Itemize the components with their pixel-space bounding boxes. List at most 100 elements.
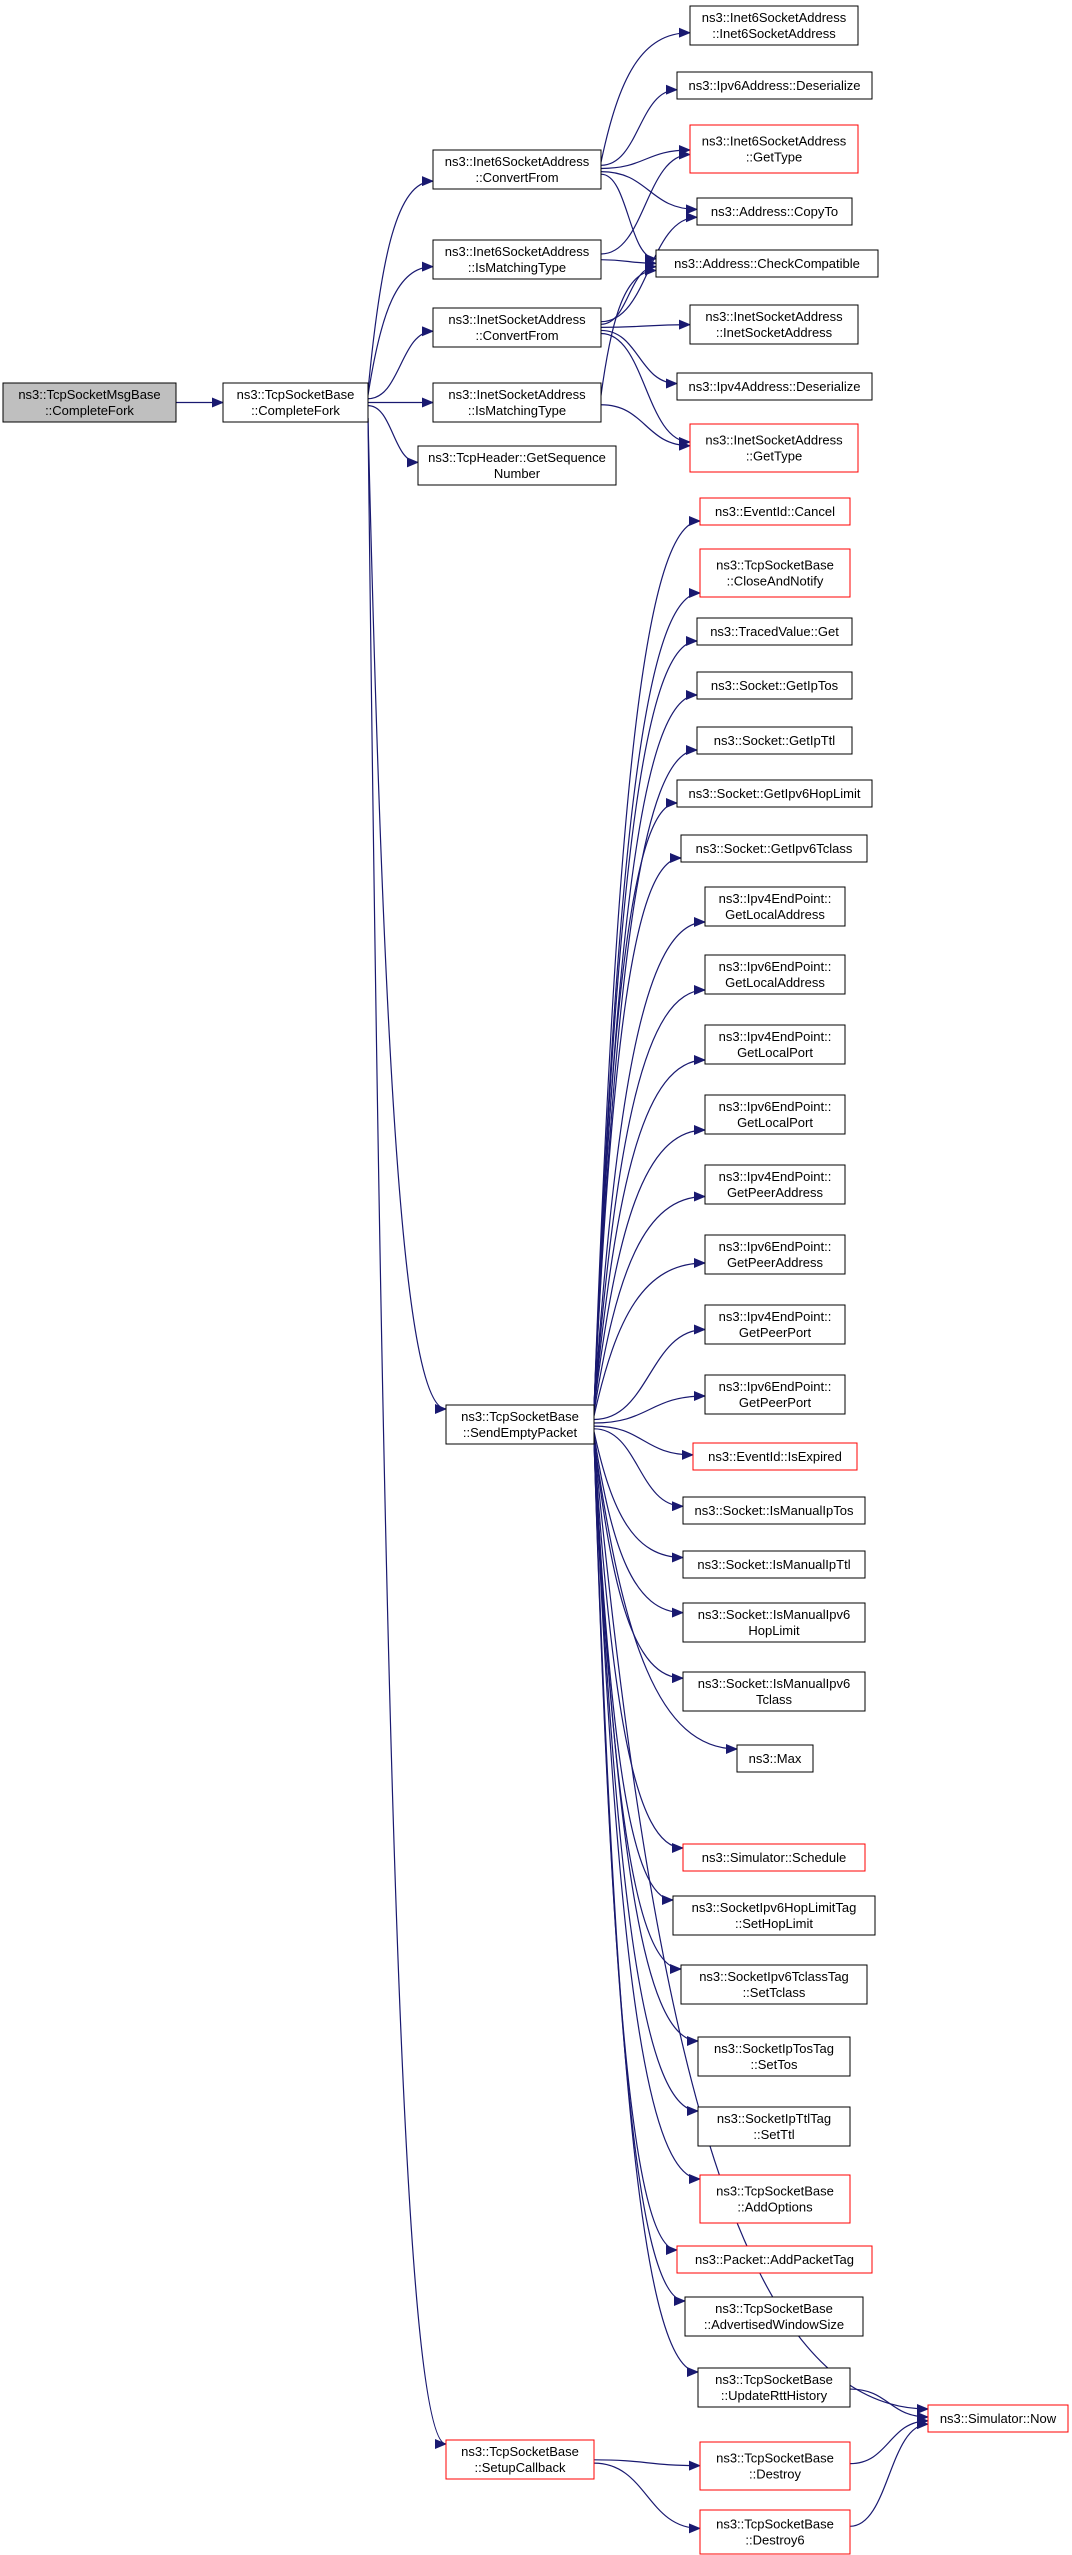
node-n25[interactable]: ns3::Ipv4EndPoint::GetLocalPort [704, 1024, 846, 1065]
node-n39[interactable]: ns3::SocketIpv6TclassTag::SetTclass [680, 1964, 868, 2005]
node-n33[interactable]: ns3::Socket::IsManualIpTtl [682, 1550, 866, 1579]
node-label-line: GetLocalAddress [725, 907, 825, 922]
node-box [682, 1671, 866, 1712]
node-n46[interactable]: ns3::Simulator::Now [927, 2404, 1069, 2433]
node-n26[interactable]: ns3::Ipv6EndPoint::GetLocalPort [704, 1094, 846, 1135]
node-n18[interactable]: ns3::TracedValue::Get [696, 617, 853, 646]
node-n1[interactable]: ns3::TcpSocketBase::CompleteFork [222, 382, 369, 423]
node-label-line: ns3::TcpSocketBase [461, 1409, 579, 1424]
node-box [704, 1374, 846, 1415]
node-n37[interactable]: ns3::Simulator::Schedule [682, 1843, 866, 1872]
node-box [704, 1024, 846, 1065]
node-n41[interactable]: ns3::SocketIpTtlTag::SetTtl [697, 2106, 851, 2147]
node-n22[interactable]: ns3::Socket::GetIpv6Tclass [680, 834, 868, 863]
node-n19[interactable]: ns3::Socket::GetIpTos [696, 671, 853, 700]
node-label-line: ns3::EventId::Cancel [715, 504, 835, 519]
node-n10[interactable]: ns3::Address::CopyTo [696, 197, 853, 226]
node-n4[interactable]: ns3::InetSocketAddress::ConvertFrom [432, 307, 602, 348]
edge-n45-to-n46 [849, 2388, 929, 2422]
node-box [680, 834, 868, 863]
edge-n15-to-n26 [593, 1125, 706, 1410]
node-box [655, 249, 879, 278]
node-n43[interactable]: ns3::Packet::AddPacketTag [676, 2245, 873, 2274]
edge-n15-to-n41 [593, 1439, 699, 2116]
node-box [704, 954, 846, 995]
node-n15[interactable]: ns3::TcpSocketBase::SendEmptyPacket [445, 1404, 595, 1445]
node-label-line: ::SetHopLimit [735, 1916, 813, 1931]
node-label-line: GetPeerAddress [727, 1185, 824, 1200]
node-label-line: GetLocalPort [737, 1045, 813, 1060]
node-box [432, 149, 602, 190]
node-label-line: ns3::EventId::IsExpired [708, 1449, 842, 1464]
node-n20[interactable]: ns3::Socket::GetIpTtl [696, 726, 853, 755]
node-n29[interactable]: ns3::Ipv4EndPoint::GetPeerPort [704, 1304, 846, 1345]
node-n48[interactable]: ns3::TcpSocketBase::Destroy [699, 2441, 851, 2491]
node-n5[interactable]: ns3::InetSocketAddress::IsMatchingType [432, 382, 602, 423]
edge-n2-to-n7 [600, 27, 691, 163]
node-n12[interactable]: ns3::InetSocketAddress::InetSocketAddres… [689, 304, 859, 345]
node-box [699, 2174, 851, 2224]
node-n23[interactable]: ns3::Ipv4EndPoint::GetLocalAddress [704, 886, 846, 927]
node-n32[interactable]: ns3::Socket::IsManualIpTos [682, 1496, 866, 1525]
edge-n15-to-n16 [593, 516, 701, 1410]
node-label-line: ::SetTtl [753, 2127, 794, 2142]
node-n31[interactable]: ns3::EventId::IsExpired [692, 1442, 858, 1471]
node-label-line: ns3::Socket::IsManualIpTtl [697, 1557, 850, 1572]
node-n42[interactable]: ns3::TcpSocketBase::AddOptions [699, 2174, 851, 2224]
node-n8[interactable]: ns3::Ipv6Address::Deserialize [676, 71, 873, 100]
node-box [704, 886, 846, 927]
edge-n4-to-n11 [600, 261, 657, 325]
node-n24[interactable]: ns3::Ipv6EndPoint::GetLocalAddress [704, 954, 846, 995]
node-box [432, 239, 602, 280]
node-box [682, 1550, 866, 1579]
node-n45[interactable]: ns3::TcpSocketBase::UpdateRttHistory [697, 2367, 851, 2408]
node-box [676, 372, 873, 401]
node-label-line: ns3::Ipv6Address::Deserialize [689, 78, 861, 93]
node-n7[interactable]: ns3::Inet6SocketAddress::Inet6SocketAddr… [689, 5, 859, 46]
node-n49[interactable]: ns3::TcpSocketBase::Destroy6 [699, 2509, 851, 2555]
node-box [927, 2404, 1069, 2433]
node-n17[interactable]: ns3::TcpSocketBase::CloseAndNotify [699, 548, 851, 598]
node-box [682, 1602, 866, 1643]
node-label-line: GetPeerAddress [727, 1255, 824, 1270]
node-box [672, 1895, 876, 1936]
node-box [704, 1304, 846, 1345]
edge-n15-to-n36 [593, 1439, 738, 1754]
node-box [696, 617, 853, 646]
node-label-line: ns3::TcpSocketBase [716, 558, 834, 573]
node-label-line: ns3::Address::CopyTo [711, 204, 838, 219]
node-n21[interactable]: ns3::Socket::GetIpv6HopLimit [676, 779, 873, 808]
node-label-line: ns3::TcpSocketBase [715, 2372, 833, 2387]
node-n47[interactable]: ns3::TcpSocketBase::SetupCallback [445, 2439, 595, 2480]
node-box [682, 1843, 866, 1872]
node-label-line: ::CompleteFork [45, 403, 134, 418]
node-n11[interactable]: ns3::Address::CheckCompatible [655, 249, 879, 278]
node-n30[interactable]: ns3::Ipv6EndPoint::GetPeerPort [704, 1374, 846, 1415]
node-n3[interactable]: ns3::Inet6SocketAddress::IsMatchingType [432, 239, 602, 280]
edge-n5-to-n11 [600, 265, 657, 396]
node-label-line: ns3::SocketIpv6TclassTag [699, 1969, 849, 1984]
node-label-line: ns3::TcpSocketBase [715, 2301, 833, 2316]
node-n36[interactable]: ns3::Max [736, 1744, 814, 1773]
node-n13[interactable]: ns3::Ipv4Address::Deserialize [676, 372, 873, 401]
node-label-line: HopLimit [748, 1623, 800, 1638]
node-n40[interactable]: ns3::SocketIpTosTag::SetTos [697, 2036, 851, 2077]
node-n9[interactable]: ns3::Inet6SocketAddress::GetType [689, 124, 859, 174]
node-n16[interactable]: ns3::EventId::Cancel [699, 497, 851, 526]
node-n27[interactable]: ns3::Ipv4EndPoint::GetPeerAddress [704, 1164, 846, 1205]
node-n38[interactable]: ns3::SocketIpv6HopLimitTag::SetHopLimit [672, 1895, 876, 1936]
node-n28[interactable]: ns3::Ipv6EndPoint::GetPeerAddress [704, 1234, 846, 1275]
edge-n2-to-n8 [600, 84, 678, 166]
node-box [676, 71, 873, 100]
node-label-line: ns3::SocketIpv6HopLimitTag [692, 1900, 857, 1915]
node-n14[interactable]: ns3::InetSocketAddress::GetType [689, 423, 859, 473]
node-box [697, 2367, 851, 2408]
node-label-line: ns3::Ipv4EndPoint:: [719, 891, 832, 906]
node-n44[interactable]: ns3::TcpSocketBase::AdvertisedWindowSize [684, 2296, 864, 2337]
node-box [704, 1234, 846, 1275]
node-n2[interactable]: ns3::Inet6SocketAddress::ConvertFrom [432, 149, 602, 190]
edge-n15-to-n28 [593, 1258, 706, 1417]
